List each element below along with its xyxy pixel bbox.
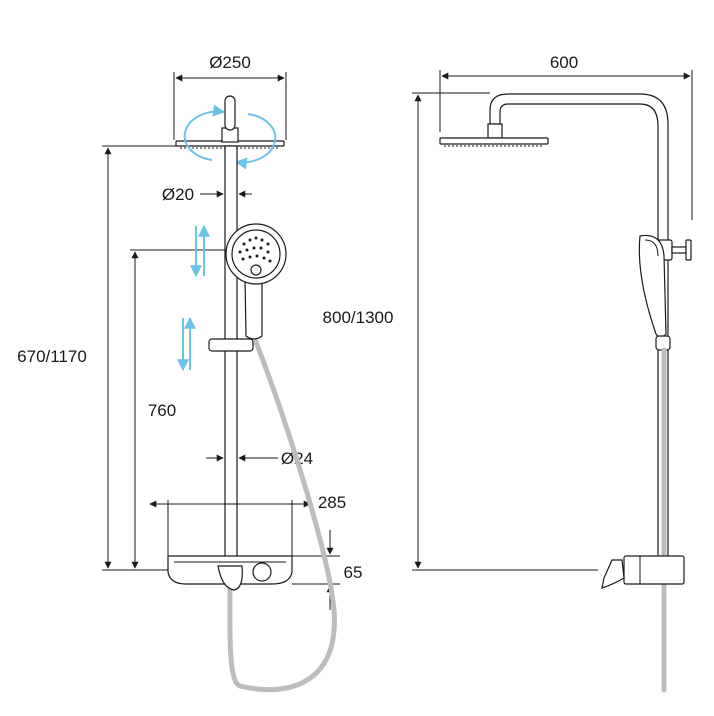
- hand-shower-side: [638, 234, 671, 351]
- shower-riser-bar: [224, 145, 238, 567]
- dim-head-diameter: Ø250: [173, 53, 287, 140]
- rain-shower-head: [175, 95, 285, 149]
- dim-arm-length: 600: [439, 53, 693, 220]
- height-left-label: 670/1170: [17, 347, 87, 366]
- side-view: 600 800/1300: [323, 53, 693, 693]
- hand-shower: [208, 223, 287, 352]
- dim-height-left: 670/1170: [17, 145, 176, 571]
- shelf-width-label: 285: [318, 493, 346, 512]
- dim-handshower-height: 760: [130, 249, 232, 569]
- arm-length-label: 600: [550, 53, 578, 72]
- slide-up-down-arrows-icon: [177, 224, 210, 372]
- shower-hose: [227, 339, 337, 693]
- dim-shelf-height: 65: [292, 530, 362, 610]
- rotate-arrows-icon: [183, 104, 277, 170]
- height-right-label: 800/1300: [323, 308, 394, 327]
- dim-height-right: 800/1300: [323, 92, 598, 571]
- bar-diameter-top-label: Ø20: [162, 185, 194, 204]
- handshower-height-label: 760: [148, 401, 176, 420]
- shelf-height-label: 65: [344, 563, 363, 582]
- thermostatic-shelf-side: [601, 555, 685, 589]
- dim-shelf-width: 285: [149, 493, 346, 560]
- thermostatic-shelf: [167, 555, 293, 591]
- front-view: Ø250 670/1170 760: [17, 53, 362, 693]
- dim-bar-diameter-top: Ø20: [162, 185, 252, 204]
- head-diameter-label: Ø250: [209, 53, 251, 72]
- shower-arm: [439, 93, 669, 561]
